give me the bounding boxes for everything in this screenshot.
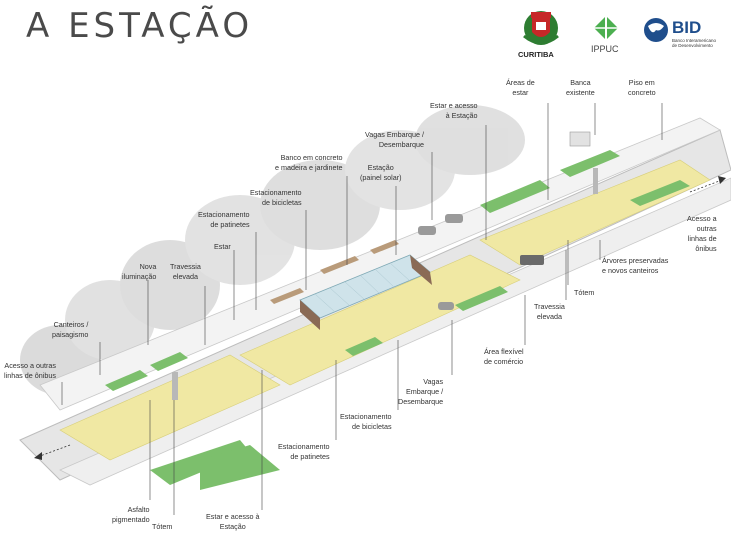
ippuc-text: IPPUC	[591, 44, 619, 54]
totem-right	[593, 168, 598, 194]
station-pavilion	[299, 254, 432, 330]
bid-text: BID	[672, 18, 702, 37]
curitiba-logo: CURITIBA	[516, 6, 566, 60]
arrow-right-icon	[718, 176, 726, 184]
grass-area	[200, 445, 280, 490]
leader-lines	[61, 103, 663, 515]
label-vagas-top: Vagas Embarque /Desembarque	[365, 130, 424, 149]
yellow-asphalt-right	[479, 159, 711, 266]
label-estacao-solar: Estação(painel solar)	[360, 163, 402, 182]
label-totem-right: Tótem	[574, 288, 595, 297]
kiosk	[569, 131, 591, 147]
curitiba-text: CURITIBA	[518, 50, 554, 59]
ippuc-logo: IPPUC	[588, 14, 628, 60]
background-trees	[20, 105, 525, 395]
bid-globe-icon	[644, 18, 668, 42]
curitiba-crest-icon	[523, 11, 559, 45]
label-canteiros: Canteiros /paisagismo	[52, 320, 89, 339]
direction-arrows	[39, 179, 723, 457]
totem-left	[172, 372, 178, 400]
bid-subtitle-2: de Desenvolvimento	[672, 43, 713, 48]
page-title: A ESTAÇÃO	[26, 6, 254, 46]
benches	[270, 240, 399, 304]
label-totem-bottom: Tótem	[152, 522, 173, 531]
vehicles	[418, 214, 544, 310]
bid-logo: BID Banco Interamericano de Desenvolvime…	[642, 16, 726, 60]
yellow-asphalt-mid	[239, 254, 521, 386]
sidewalk-top	[39, 117, 721, 411]
bid-subtitle-1: Banco Interamericano	[672, 38, 717, 43]
ippuc-leaf-icon	[594, 16, 618, 40]
arrow-left-icon	[34, 452, 42, 460]
logo-group: CURITIBA IPPUC BID Banco Interamericano …	[510, 4, 725, 60]
label-estar: Estar	[214, 242, 231, 251]
